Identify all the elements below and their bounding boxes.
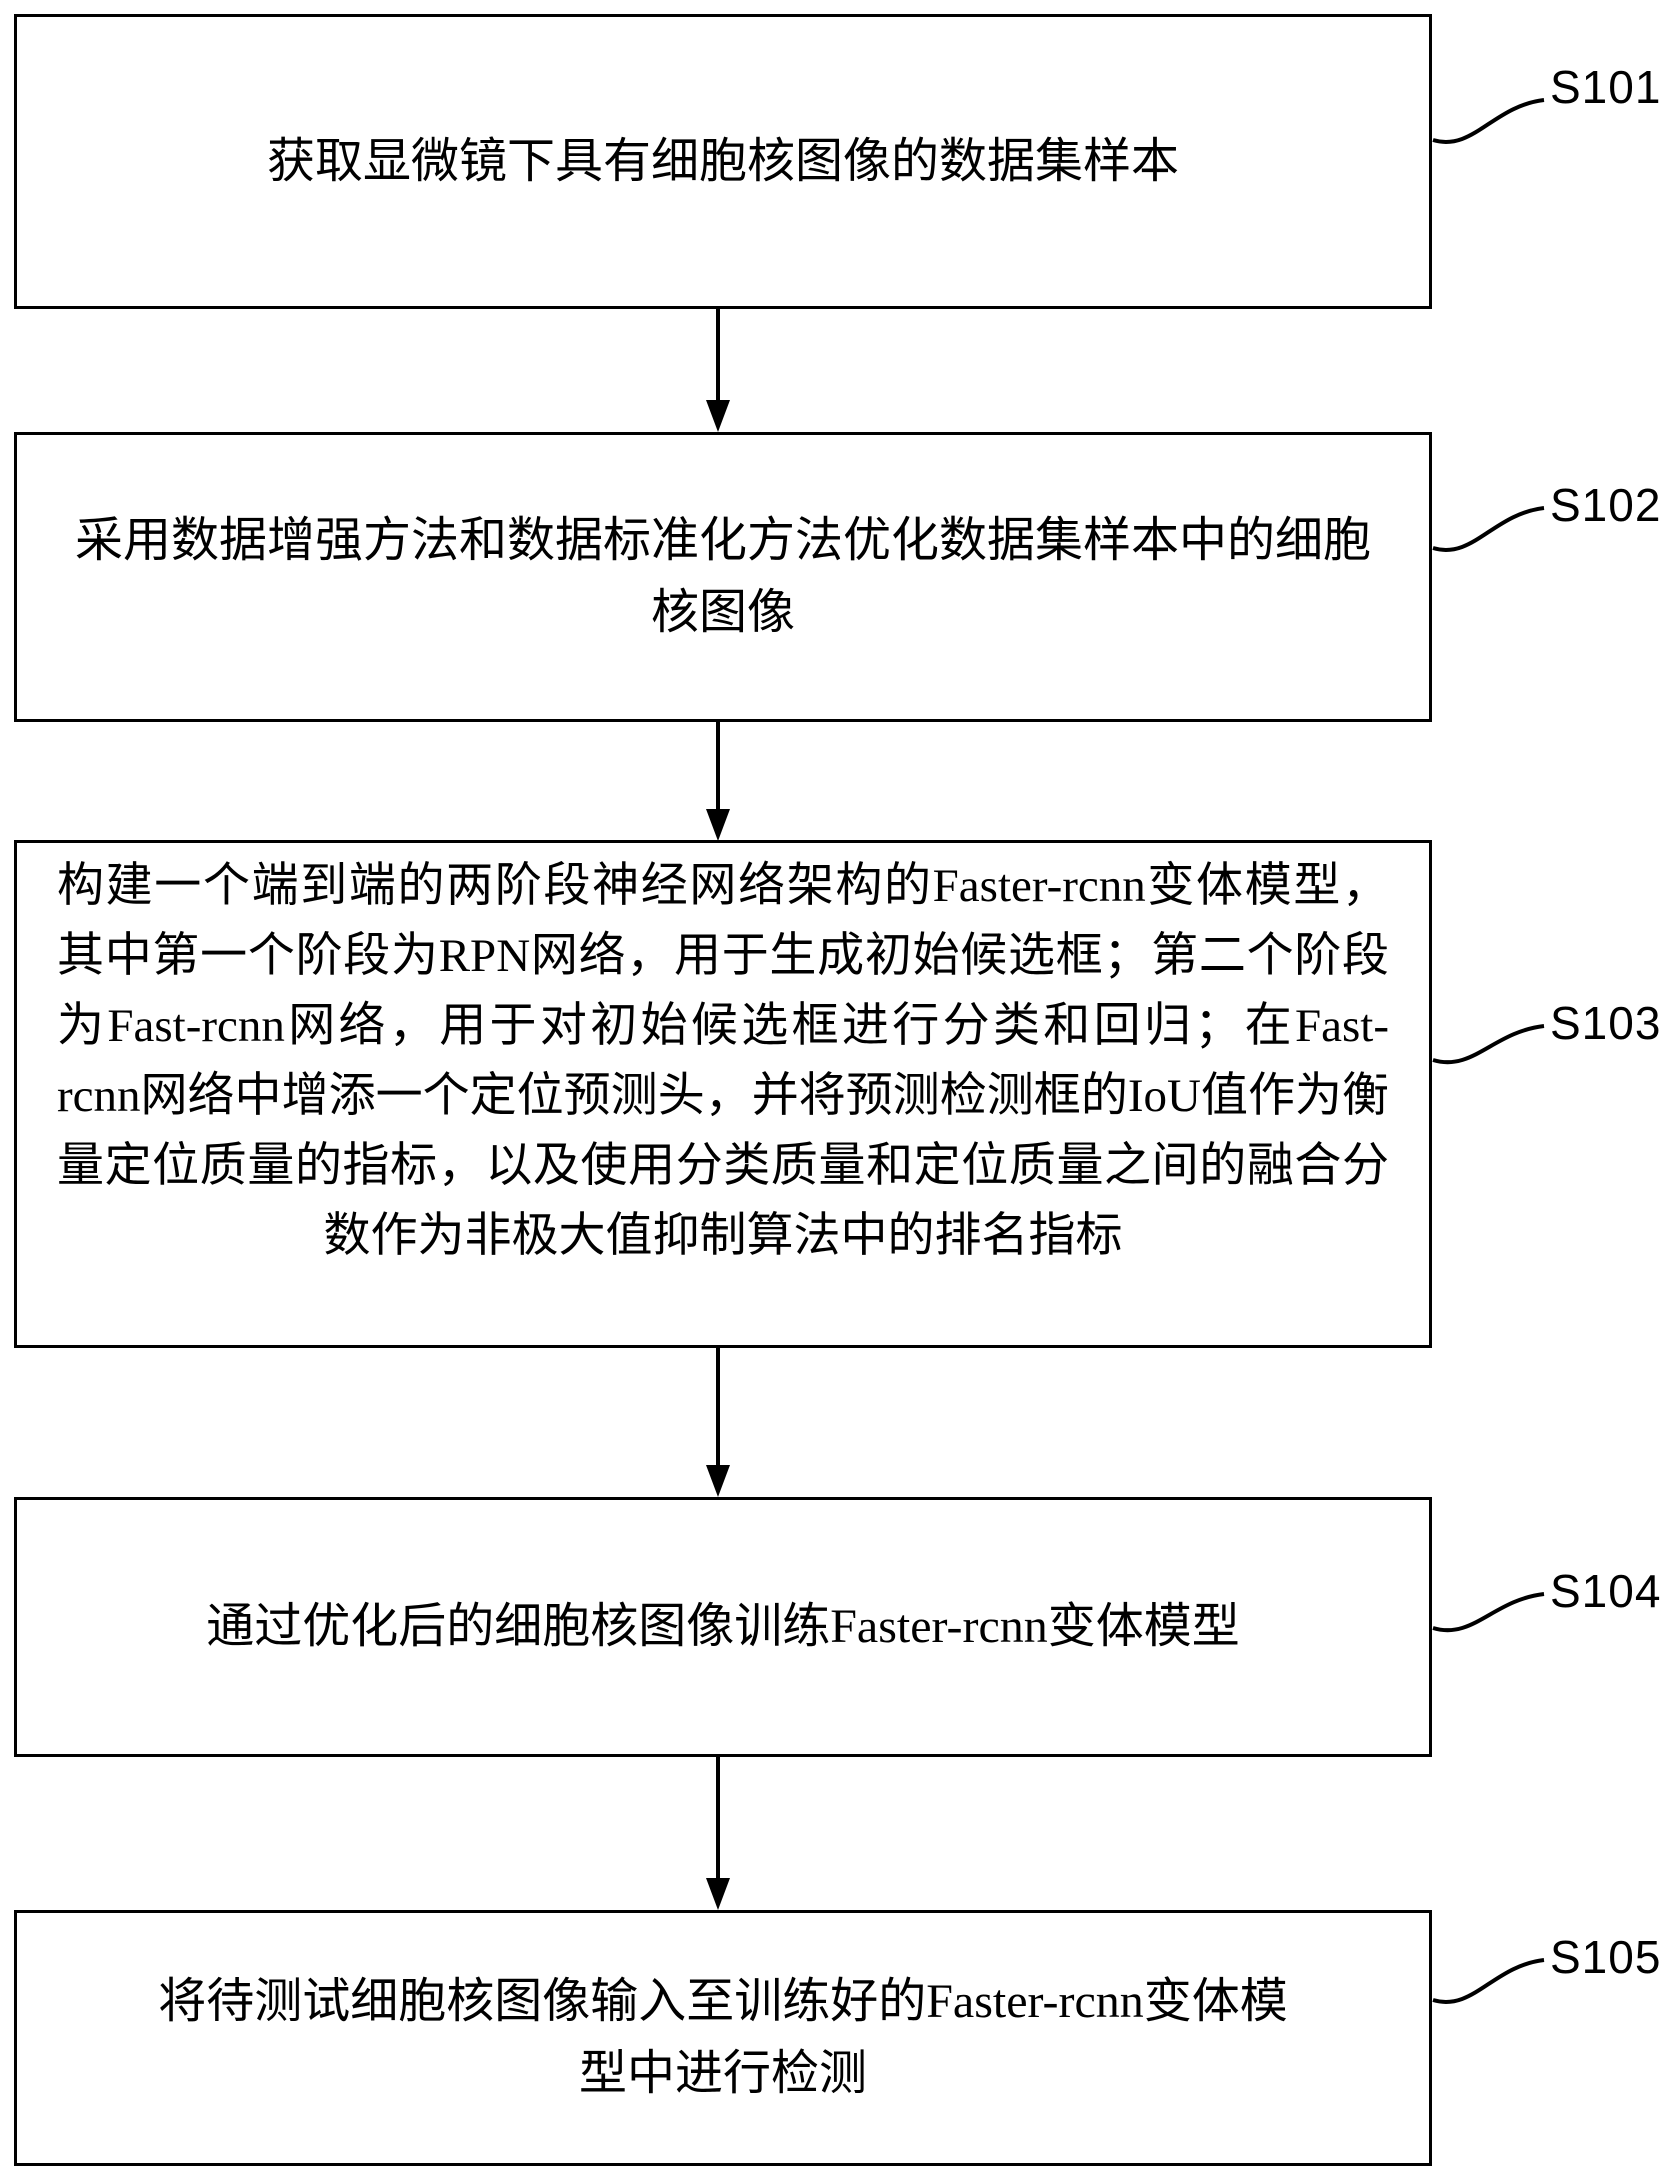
step-label-s102: S102: [1550, 479, 1662, 531]
step-label-s105: S105: [1550, 1931, 1662, 1983]
arrow-down-3-icon: [706, 1348, 730, 1497]
flow-step-5-box: 将待测试细胞核图像输入至训练好的Faster-rcnn变体模型中进行检测: [14, 1910, 1432, 2166]
leader-line-s103: [1432, 1024, 1545, 1065]
step-label-s101: S101: [1550, 61, 1662, 113]
flow-step-4-text: 通过优化后的细胞核图像训练Faster-rcnn变体模型: [206, 1600, 1240, 1653]
leader-line-s105: [1432, 1958, 1545, 2004]
flow-step-5-text: 将待测试细胞核图像输入至训练好的Faster-rcnn变体模型中进行检测: [158, 1975, 1288, 2100]
step-label-s104: S104: [1550, 1565, 1662, 1617]
flow-step-2-box: 采用数据增强方法和数据标准化方法优化数据集样本中的细胞核图像: [14, 432, 1432, 722]
leader-line-s104: [1432, 1592, 1545, 1633]
flow-step-1-text: 获取显微镜下具有细胞核图像的数据集样本: [266, 134, 1179, 188]
leader-line-s102: [1432, 506, 1545, 552]
flow-step-2-text: 采用数据增强方法和数据标准化方法优化数据集样本中的细胞核图像: [74, 514, 1371, 639]
arrow-down-2-icon: [706, 722, 730, 841]
flow-step-1-box: 获取显微镜下具有细胞核图像的数据集样本: [14, 14, 1432, 309]
flow-step-3-box: 构建一个端到端的两阶段神经网络架构的Faster-rcnn变体模型，其中第一个阶…: [14, 840, 1432, 1348]
leader-line-s101: [1432, 98, 1545, 144]
flow-step-3-text: 构建一个端到端的两阶段神经网络架构的Faster-rcnn变体模型，其中第一个阶…: [57, 860, 1389, 1262]
arrow-down-1-icon: [706, 309, 730, 432]
flow-step-4-box: 通过优化后的细胞核图像训练Faster-rcnn变体模型: [14, 1497, 1432, 1757]
step-label-s103: S103: [1550, 997, 1662, 1049]
arrow-down-4-icon: [706, 1757, 730, 1910]
